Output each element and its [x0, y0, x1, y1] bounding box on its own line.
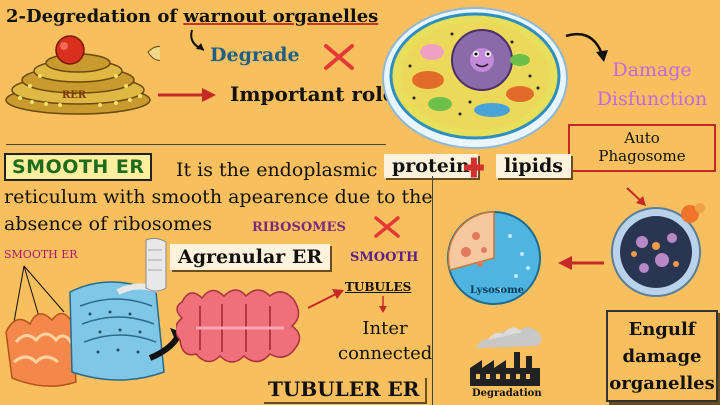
- cross-icon: [324, 44, 354, 70]
- lysosome-illustration: [447, 211, 541, 305]
- rer-illustration: [5, 35, 160, 115]
- ribosomes-label: RIBOSOMES: [252, 220, 346, 235]
- tubules-label: TUBULES: [345, 280, 412, 294]
- arrow-icon: [307, 289, 344, 309]
- interconnected-label: Inter connected: [338, 316, 432, 366]
- arrow-icon: [626, 187, 646, 206]
- divider: [432, 176, 433, 405]
- agranular-er-label: Agrenular ER: [170, 244, 331, 270]
- curved-arrow-icon: [565, 32, 608, 62]
- engulf-line1: Engulf: [628, 319, 696, 340]
- engulf-box: Engulf damage organelles: [606, 310, 718, 402]
- curved-arrow-icon: [190, 29, 205, 51]
- page-title: 2-Degredation of warnout organelles: [6, 6, 378, 27]
- auto-line2: Phagosome: [598, 147, 686, 165]
- damage-disfunction: Damage Disfunction: [588, 56, 716, 114]
- engulf-line3: organelles: [609, 373, 715, 394]
- protein-label: protein: [384, 154, 478, 178]
- auto-phagosome-box: Auto Phagosome: [568, 124, 716, 172]
- arrow-icon: [558, 256, 604, 270]
- factory-icon: [470, 327, 542, 386]
- damage-line1: Damage: [612, 59, 692, 81]
- smooth-er-illustration: [5, 265, 180, 387]
- plus-icon: ✚: [463, 154, 485, 184]
- inter-line2: connected: [338, 343, 433, 364]
- lipids-label: lipids: [496, 154, 571, 178]
- auto-line1: Auto: [624, 129, 660, 147]
- rer-label: RER: [62, 90, 87, 101]
- autophagosome-illustration: [611, 203, 705, 297]
- arrow-icon: [158, 88, 216, 102]
- degradation-label: Degradation: [472, 388, 542, 399]
- damage-line2: Disfunction: [596, 88, 708, 110]
- cell-illustration: [382, 7, 568, 149]
- title-prefix: 2-Degredation of: [6, 6, 184, 27]
- inter-line1: Inter: [362, 318, 408, 339]
- important-role-label: Important role: [230, 82, 396, 106]
- engulf-line2: damage: [622, 346, 702, 367]
- arrow-icon: [379, 296, 387, 313]
- title-underlined: warnout organelles: [183, 6, 379, 27]
- degrade-label: Degrade: [210, 44, 300, 66]
- cross-icon: [374, 216, 400, 238]
- tubuler-er-label: TUBULER ER: [262, 376, 426, 402]
- smooth-er-badge: SMOOTH ER: [4, 153, 153, 181]
- smooth-label: SMOOTH: [350, 250, 419, 265]
- smooth-er-label: SMOOTH ER: [4, 248, 78, 261]
- lysosome-label: Lysosome: [470, 285, 525, 296]
- tubular-er-illustration: [176, 289, 301, 363]
- smooth-er-definition: It is the endoplasmic reticulum with smo…: [4, 159, 433, 235]
- divider: [6, 144, 386, 145]
- scroll-icon: [145, 237, 167, 292]
